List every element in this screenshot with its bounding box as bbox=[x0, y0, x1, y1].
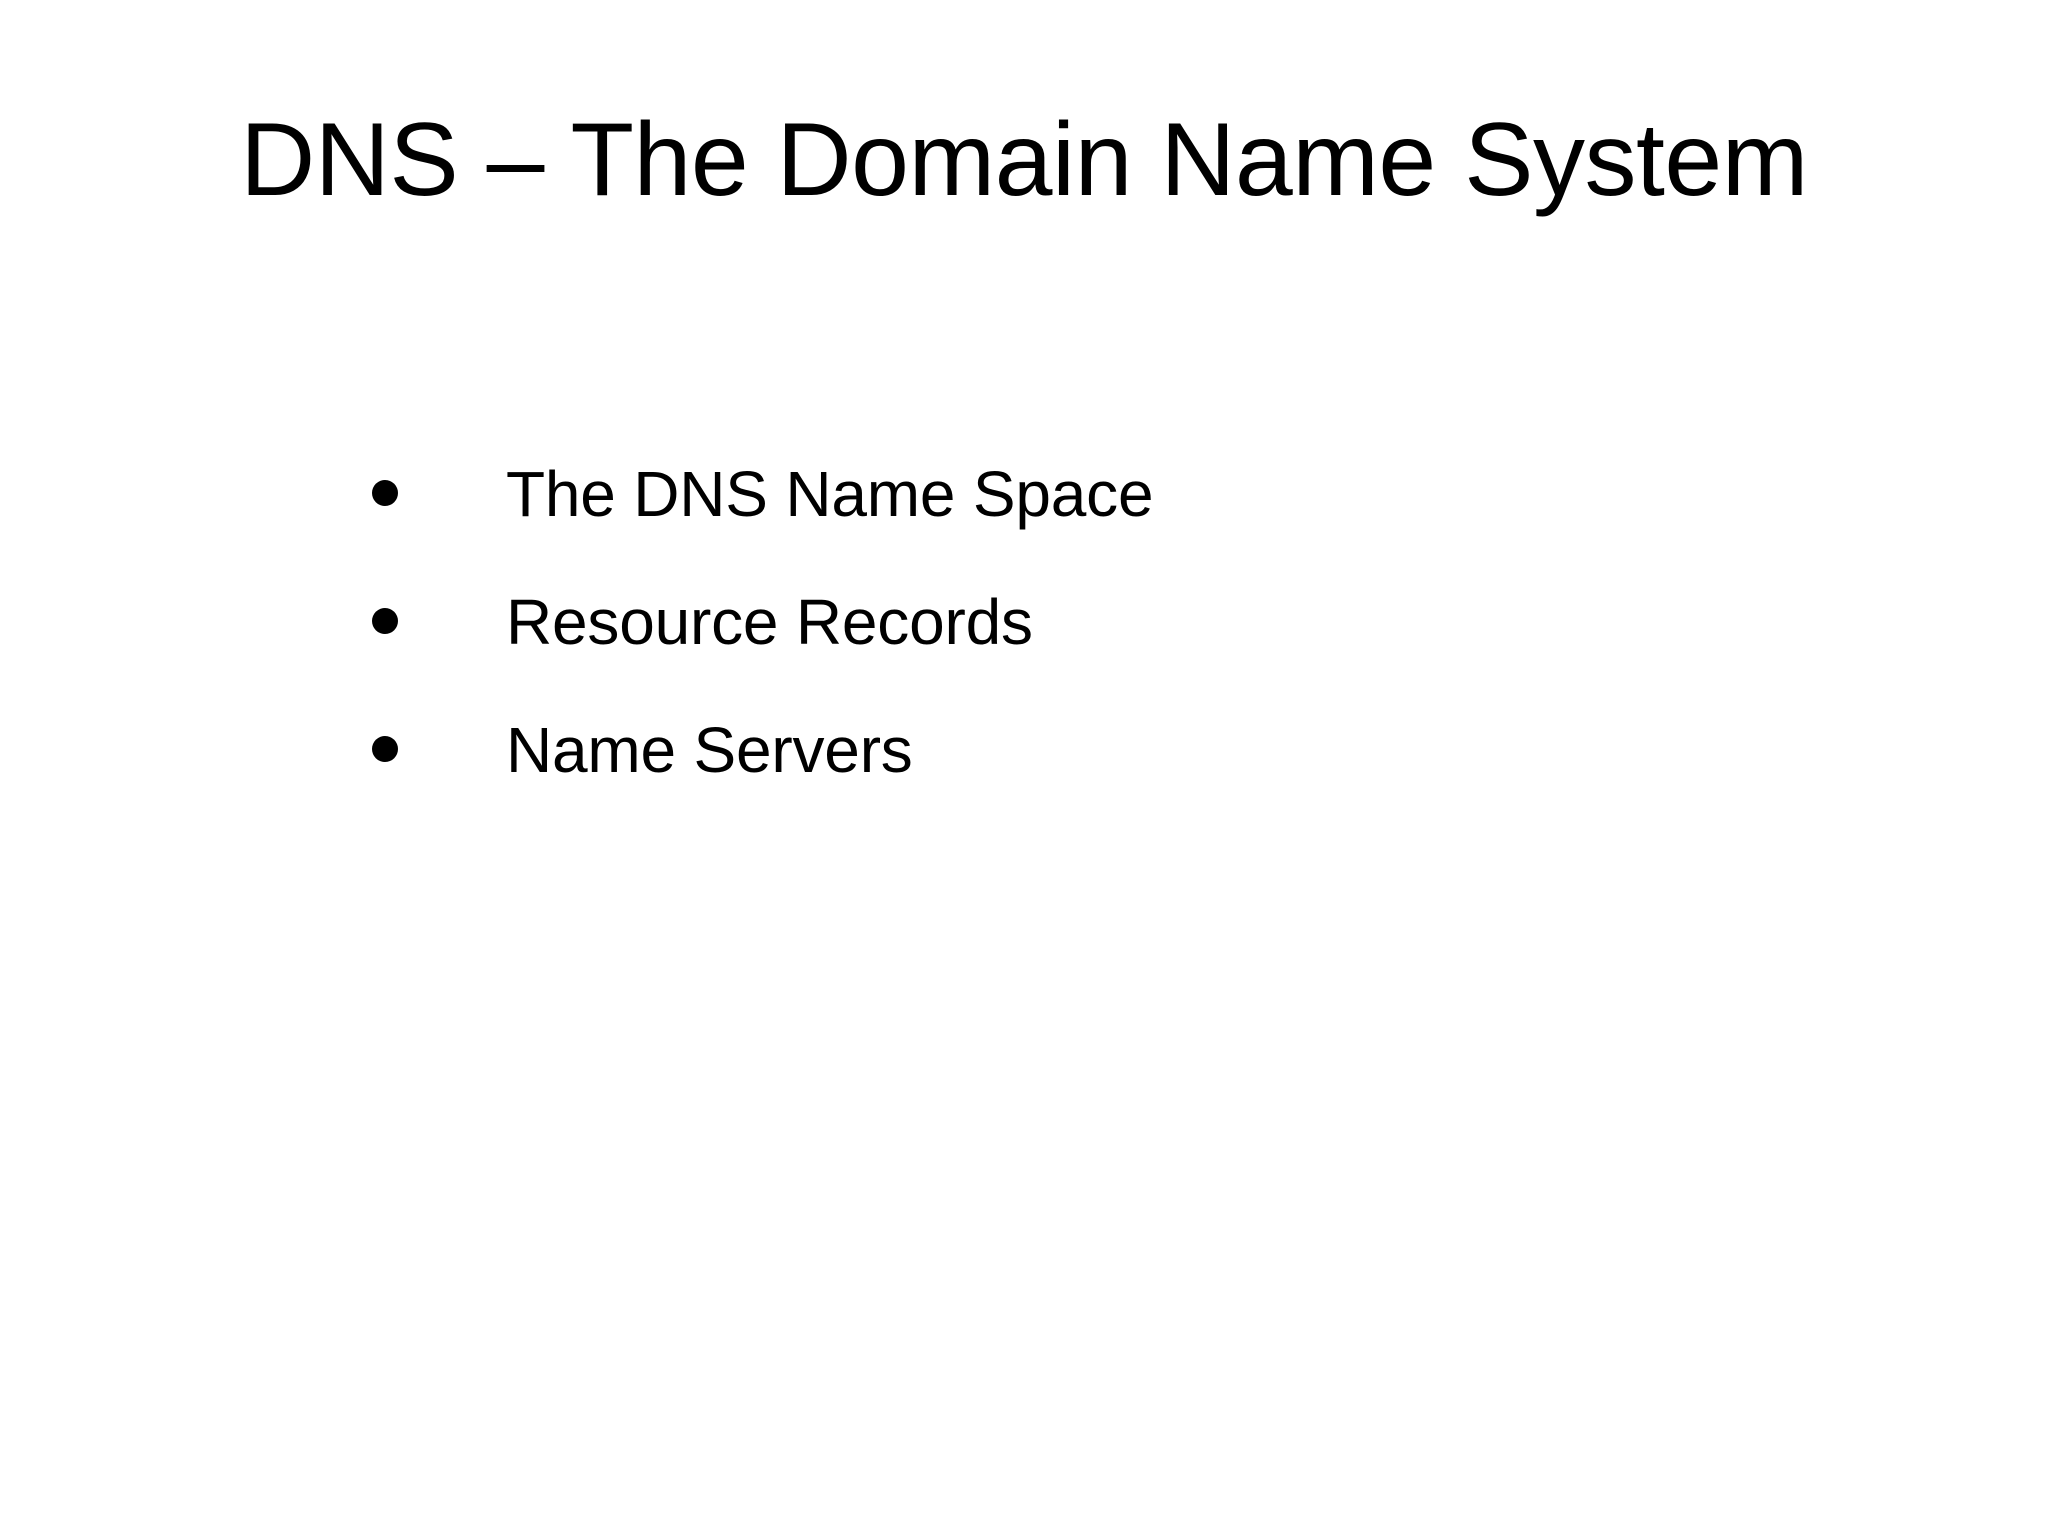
bullet-item-label: Resource Records bbox=[506, 586, 1033, 658]
list-item[interactable]: Resource Records bbox=[372, 558, 1872, 686]
bullet-dot-icon bbox=[372, 480, 398, 506]
slide-bullet-list: The DNS Name Space Resource Records Name… bbox=[372, 430, 1872, 814]
list-item[interactable]: Name Servers bbox=[372, 686, 1872, 814]
bullet-item-label: The DNS Name Space bbox=[506, 458, 1154, 530]
slide-empty-area bbox=[0, 840, 2048, 1536]
list-item[interactable]: The DNS Name Space bbox=[372, 430, 1872, 558]
bullet-dot-icon bbox=[372, 736, 398, 762]
bullet-dot-icon bbox=[372, 608, 398, 634]
slide-title: DNS – The Domain Name System bbox=[240, 102, 1808, 218]
bullet-item-label: Name Servers bbox=[506, 714, 913, 786]
